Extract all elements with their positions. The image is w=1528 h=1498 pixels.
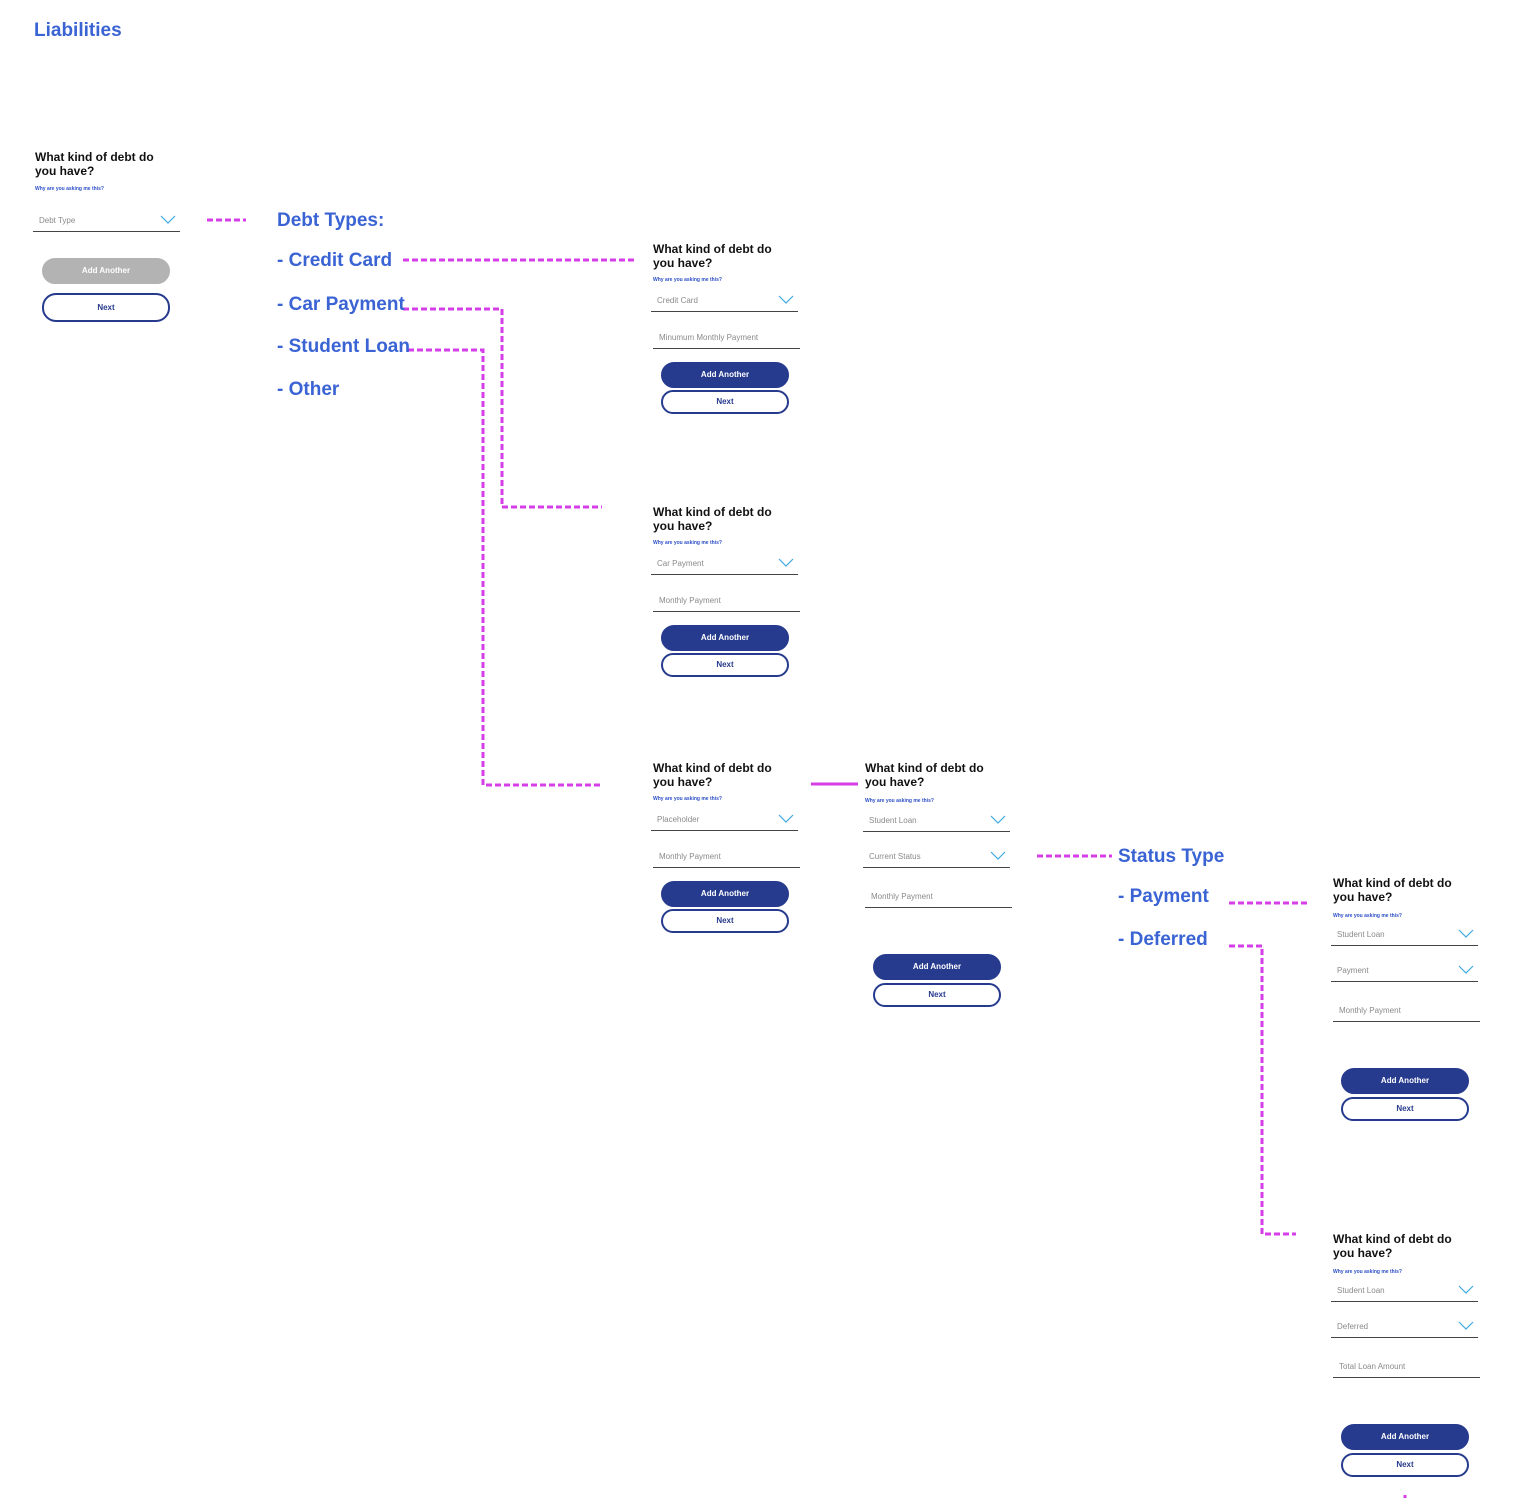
monthly-payment-placeholder: Monthly Payment xyxy=(1339,1006,1401,1015)
next-button[interactable]: Next xyxy=(42,293,170,322)
status-value: Payment xyxy=(1337,966,1369,975)
debt-type-car-payment: - Car Payment xyxy=(277,294,405,315)
car-payment-value: Car Payment xyxy=(657,559,704,568)
student-loan-select[interactable]: Placeholder xyxy=(651,809,798,831)
add-another-button[interactable]: Add Another xyxy=(661,362,789,388)
question-title: What kind of debt do you have? xyxy=(865,761,984,789)
chevron-down-icon xyxy=(1458,1285,1474,1294)
monthly-payment-field[interactable]: Monthly Payment xyxy=(865,886,1012,908)
chevron-down-icon xyxy=(990,815,1006,824)
question-title: What kind of debt do you have? xyxy=(653,505,772,533)
next-button[interactable]: Next xyxy=(1341,1453,1469,1477)
monthly-payment-placeholder: Monthly Payment xyxy=(659,596,721,605)
card-deferred: What kind of debt do you have? Why are y… xyxy=(1331,1232,1485,1482)
total-loan-amount-field[interactable]: Total Loan Amount xyxy=(1333,1356,1480,1378)
chevron-down-icon xyxy=(778,814,794,823)
monthly-payment-field[interactable]: Monthly Payment xyxy=(1333,1000,1480,1022)
why-link[interactable]: Why are you asking me this? xyxy=(653,796,722,802)
status-type-deferred: - Deferred xyxy=(1118,929,1208,950)
loan-type-select[interactable]: Student Loan xyxy=(863,810,1010,832)
question-title: What kind of debt do you have? xyxy=(1333,1232,1452,1260)
question-title: What kind of debt do you have? xyxy=(1333,876,1452,904)
why-link[interactable]: Why are you asking me this? xyxy=(865,798,934,804)
why-link[interactable]: Why are you asking me this? xyxy=(35,186,104,192)
monthly-payment-placeholder: Monthly Payment xyxy=(659,852,721,861)
debt-type-other: - Other xyxy=(277,379,340,400)
card-payment: What kind of debt do you have? Why are y… xyxy=(1331,876,1485,1126)
monthly-payment-field[interactable]: Monthly Payment xyxy=(653,590,800,612)
loan-type-select[interactable]: Student Loan xyxy=(1331,924,1478,946)
status-type-heading: Status Type xyxy=(1118,846,1225,867)
status-type-payment: - Payment xyxy=(1118,886,1209,907)
next-button[interactable]: Next xyxy=(1341,1097,1469,1121)
debt-type-credit-card: - Credit Card xyxy=(277,250,393,271)
add-another-button[interactable]: Add Another xyxy=(661,625,789,651)
card-student-loan-status: What kind of debt do you have? Why are y… xyxy=(863,761,1017,1011)
chevron-down-icon xyxy=(160,215,176,224)
loan-type-value: Student Loan xyxy=(1337,1286,1385,1295)
current-status-placeholder: Current Status xyxy=(869,852,921,861)
connector-car-payment xyxy=(403,307,602,509)
question-title: What kind of debt do you have? xyxy=(653,242,772,270)
add-another-button[interactable]: Add Another xyxy=(42,258,170,284)
card-credit-card: What kind of debt do you have? Why are y… xyxy=(651,242,805,417)
debt-type-placeholder: Debt Type xyxy=(39,216,76,225)
monthly-payment-placeholder: Monthly Payment xyxy=(871,892,933,901)
next-button[interactable]: Next xyxy=(661,909,789,933)
chevron-down-icon xyxy=(1458,929,1474,938)
why-link[interactable]: Why are you asking me this? xyxy=(1333,913,1402,919)
next-button[interactable]: Next xyxy=(661,653,789,677)
car-payment-select[interactable]: Car Payment xyxy=(651,553,798,575)
student-loan-placeholder: Placeholder xyxy=(657,815,700,824)
add-another-button[interactable]: Add Another xyxy=(1341,1424,1469,1450)
status-value: Deferred xyxy=(1337,1322,1369,1331)
chevron-down-icon xyxy=(778,558,794,567)
next-button[interactable]: Next xyxy=(873,983,1001,1007)
credit-card-value: Credit Card xyxy=(657,296,698,305)
connector-deferred xyxy=(1229,944,1296,1236)
debt-type-select[interactable]: Debt Type xyxy=(33,210,180,232)
chevron-down-icon xyxy=(990,851,1006,860)
card-debt-type: What kind of debt do you have? Why are y… xyxy=(33,150,187,330)
chevron-down-icon xyxy=(1458,1321,1474,1330)
add-another-button[interactable]: Add Another xyxy=(1341,1068,1469,1094)
loan-type-select[interactable]: Student Loan xyxy=(1331,1280,1478,1302)
page-title: Liabilities xyxy=(34,20,122,41)
minimum-monthly-payment-field[interactable]: Minumum Monthly Payment xyxy=(653,327,800,349)
connector-student-loan xyxy=(408,348,600,787)
why-link[interactable]: Why are you asking me this? xyxy=(1333,1269,1402,1275)
status-select[interactable]: Deferred xyxy=(1331,1316,1478,1338)
current-status-select[interactable]: Current Status xyxy=(863,846,1010,868)
status-select[interactable]: Payment xyxy=(1331,960,1478,982)
add-another-button[interactable]: Add Another xyxy=(661,881,789,907)
chevron-down-icon xyxy=(1458,965,1474,974)
monthly-payment-field[interactable]: Monthly Payment xyxy=(653,846,800,868)
question-title: What kind of debt do you have? xyxy=(653,761,772,789)
credit-card-select[interactable]: Credit Card xyxy=(651,290,798,312)
why-link[interactable]: Why are you asking me this? xyxy=(653,540,722,546)
minimum-monthly-payment-placeholder: Minumum Monthly Payment xyxy=(659,333,759,342)
card-car-payment: What kind of debt do you have? Why are y… xyxy=(651,505,805,680)
next-button[interactable]: Next xyxy=(661,390,789,414)
question-title: What kind of debt do you have? xyxy=(35,150,154,178)
why-link[interactable]: Why are you asking me this? xyxy=(653,277,722,283)
loan-type-value: Student Loan xyxy=(1337,930,1385,939)
total-loan-amount-placeholder: Total Loan Amount xyxy=(1339,1362,1406,1371)
debt-type-student-loan: - Student Loan xyxy=(277,336,410,357)
loan-type-value: Student Loan xyxy=(869,816,917,825)
card-student-loan: What kind of debt do you have? Why are y… xyxy=(651,761,805,936)
add-another-button[interactable]: Add Another xyxy=(873,954,1001,980)
debt-types-heading: Debt Types: xyxy=(277,210,385,231)
chevron-down-icon xyxy=(778,295,794,304)
